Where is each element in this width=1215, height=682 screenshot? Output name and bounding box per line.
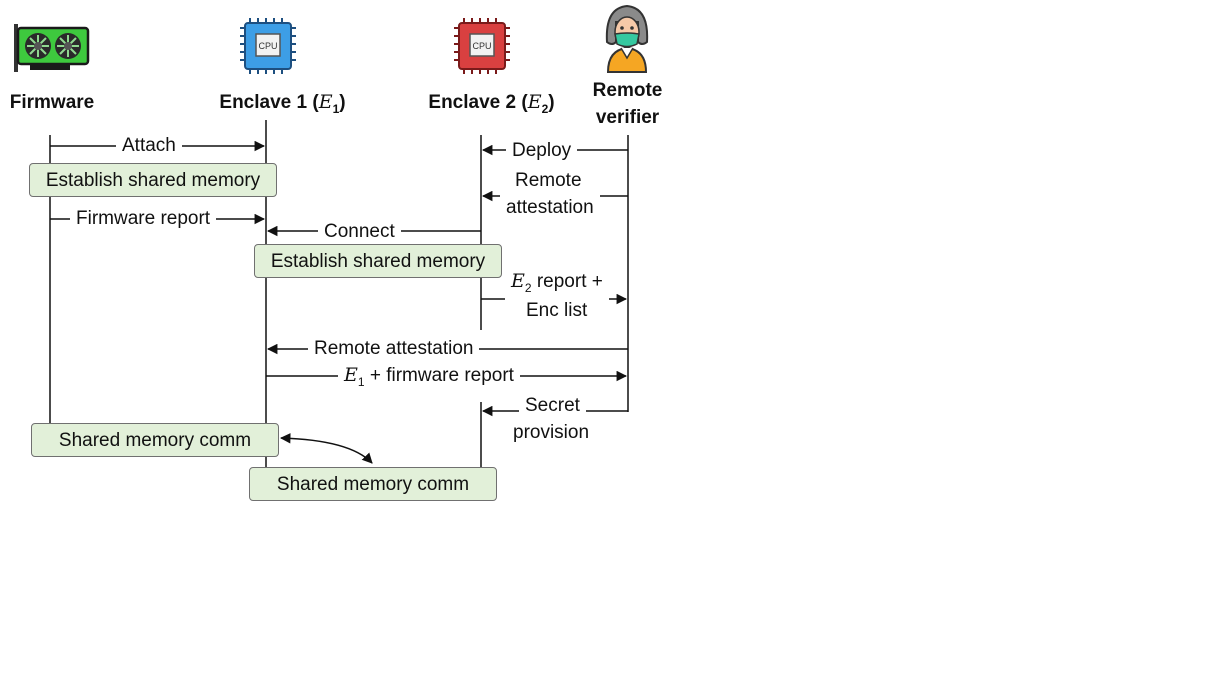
secret-provision-label-line2: provision (507, 419, 596, 446)
enclave2-symbol: E (527, 91, 542, 113)
remote-attestation-1-label-line2: attestation (500, 194, 600, 221)
remote-attestation-2-label: Remote attestation (308, 335, 480, 362)
deploy-label: Deploy (506, 137, 578, 164)
firmware-report-label: Firmware report (70, 205, 217, 232)
cpu-chip-icon-blue: CPU (240, 18, 296, 74)
verifier-header-line2: verifier (595, 107, 660, 128)
comm-link-arrow (279, 433, 373, 464)
attach-label: Attach (116, 132, 182, 159)
enclave2-name: Enclave 2 (428, 92, 517, 113)
firmware-header: Firmware (9, 92, 95, 113)
secret-provision-label-line1: Secret (519, 392, 586, 419)
graphics-card-icon (14, 24, 90, 72)
enclave2-header: Enclave 2 (E2) (428, 91, 555, 116)
cpu-chip-icon-red: CPU (454, 18, 510, 74)
connect-label: Connect (318, 218, 401, 245)
establish-shared-memory-enclave1-box: Establish shared memory (254, 244, 502, 278)
person-with-mask-icon (605, 4, 649, 73)
remote-attestation-1-label-line1: Remote (509, 167, 588, 194)
e2-report-label: E2 report + (505, 268, 609, 302)
e1-report-label: E1 + firmware report (338, 362, 520, 396)
verifier-header-line1: Remote (592, 80, 663, 101)
cpu-label-2: CPU (472, 41, 491, 51)
enclave1-symbol: E (318, 91, 333, 113)
cpu-label-1: CPU (258, 41, 277, 51)
e1-report-symbol: E (344, 364, 358, 386)
shared-memory-comm-enclave1-box: Shared memory comm (249, 467, 497, 501)
enclave1-name: Enclave 1 (219, 92, 308, 113)
enclave1-subscript: 1 (332, 101, 340, 116)
enclave1-header: Enclave 1 (E1) (219, 91, 346, 116)
e1-report-subscript: 1 (357, 374, 365, 389)
shared-memory-comm-firmware-box: Shared memory comm (31, 423, 279, 457)
establish-shared-memory-firmware-box: Establish shared memory (29, 163, 277, 197)
e2-report-symbol: E (511, 270, 525, 292)
enc-list-label: Enc list (520, 297, 594, 324)
e2-report-text: report + (531, 271, 603, 292)
enclave2-subscript: 2 (541, 101, 549, 116)
e1-report-text: + firmware report (364, 365, 514, 386)
e2-report-subscript: 2 (524, 280, 532, 295)
